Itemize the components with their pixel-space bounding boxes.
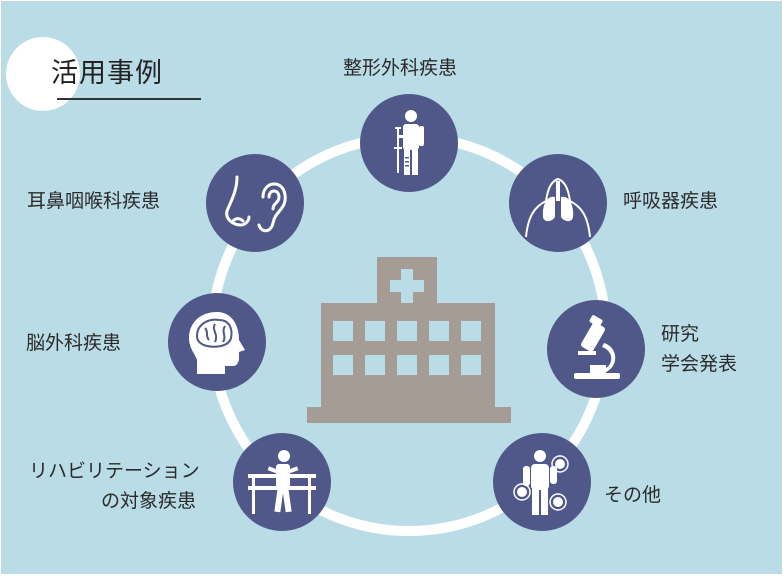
ear-nose-icon	[225, 175, 287, 233]
node-orthopedic	[360, 94, 458, 192]
parallel-bars-walker-icon	[248, 450, 316, 514]
node-research	[547, 300, 645, 398]
label-orthopedic: 整形外科疾患	[343, 57, 458, 79]
node-neurosurgery	[168, 293, 266, 391]
title-underline	[57, 98, 201, 100]
label-research: 研究 学会発表	[661, 323, 738, 375]
label-neurosurgery: 脳外科疾患	[26, 332, 122, 354]
node-other	[493, 433, 591, 531]
node-respiratory	[509, 154, 607, 252]
page-title: 活用事例	[51, 58, 163, 89]
node-ent	[206, 154, 304, 252]
label-other: その他	[604, 484, 662, 506]
hospital-building-icon	[307, 257, 511, 423]
label-rehabilitation: リハビリテーション の対象疾患	[29, 460, 200, 512]
microscope-icon	[574, 315, 620, 379]
brain-head-icon	[189, 312, 245, 374]
lungs-icon	[525, 177, 591, 238]
crutch-patient-icon	[394, 110, 424, 175]
label-ent: 耳鼻咽喉科疾患	[27, 190, 161, 212]
joint-pain-person-icon	[513, 450, 569, 515]
node-rehabilitation	[233, 433, 331, 531]
label-respiratory: 呼吸器疾患	[623, 190, 719, 212]
